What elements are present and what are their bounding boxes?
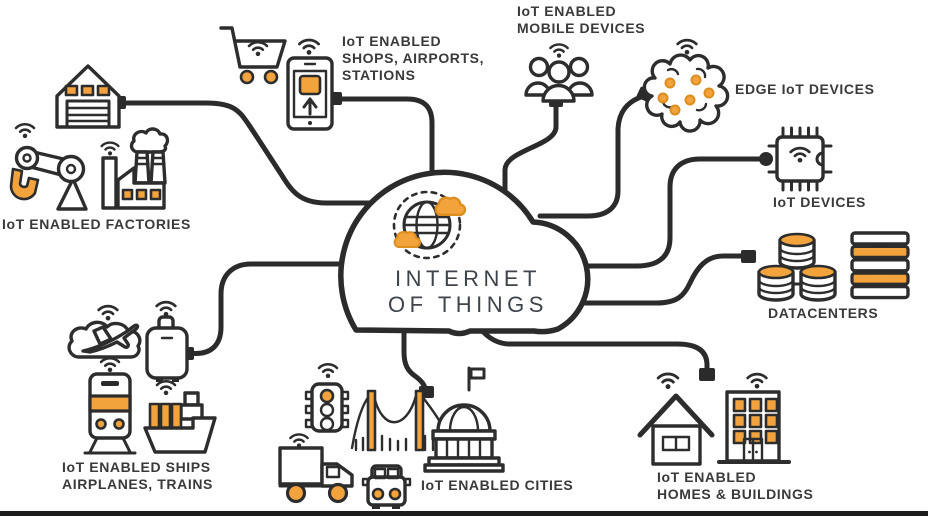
wifi-icon [100,141,120,157]
cloud-title: INTERNET OF THINGS [388,266,548,317]
robotic-arm-icon [9,145,88,211]
traffic-light-icon [304,382,350,433]
label-cities: IoT ENABLED CITIES [421,477,574,493]
label-edge-devices: EDGE IoT DEVICES [735,81,875,97]
airplane-in-clouds-icon [67,320,142,359]
smartphone-icon [286,56,334,131]
house-icon [637,393,715,466]
label-shops: IoT ENABLED SHOPS, AIRPORTS, STATIONS [342,33,485,83]
node-homes-buildings [637,372,791,466]
wifi-icon [99,357,121,374]
cargo-ship-icon [143,391,217,454]
node-mobile-devices [524,43,594,103]
server-rack-icon [850,231,910,300]
connection-shops [336,96,435,198]
label-homes-buildings: IoT ENABLED HOMES & BUILDINGS [657,469,814,502]
connection-mobile-devices [502,103,559,215]
plug-datacenters [741,250,756,263]
neural-network-brain-icon [642,53,730,133]
database-cluster-icon [757,232,837,302]
wifi-icon [676,38,698,56]
wifi-icon [289,433,309,449]
connection-edge-devices [537,93,647,219]
delivery-truck-icon [278,446,354,504]
wifi-icon [155,300,177,318]
node-shops [219,26,334,131]
car-icon [361,464,412,509]
node-transport [67,300,217,455]
gripper-claw [9,167,40,201]
connection-factories [121,100,393,206]
plug-homes [699,368,715,381]
connection-datacenters [557,253,747,306]
office-building-icon [717,390,791,464]
node-edge-devices [642,38,730,133]
wifi-icon [298,38,320,57]
connection-iot-devices [557,156,767,269]
wifi-icon [317,363,339,380]
capitol-building-icon [423,366,505,473]
label-mobile-devices: IoT ENABLED MOBILE DEVICES [517,3,646,36]
internet-of-things-cloud [338,169,591,337]
warehouse-icon [55,64,121,129]
wifi-icon [97,304,119,322]
train-icon [83,372,137,455]
wifi-icon [155,380,177,397]
label-datacenters: DATACENTERS [768,305,879,321]
dot-iot-devices [759,152,773,166]
wifi-icon [656,372,680,391]
wifi-icon [14,123,36,140]
label-factories: IoT ENABLED FACTORIES [2,216,191,232]
node-iot-devices [767,126,833,192]
label-transport: IoT ENABLED SHIPS AIRPLANES, TRAINS [62,459,213,492]
window-bottom-edge [0,511,928,516]
globe-with-clouds-icon [392,190,467,260]
shopping-cart-icon [219,26,287,85]
node-datacenters [757,231,910,302]
factory-icon [101,127,170,210]
smoke-cloud [129,127,170,154]
microchip-icon [767,126,833,192]
dashed-orbit [392,190,462,260]
user-group-icon [524,56,594,103]
wifi-icon [746,372,768,390]
label-iot-devices: IoT DEVICES [773,194,866,210]
node-cities [278,363,505,509]
luggage-icon [145,315,189,382]
cloud-outline [338,169,591,337]
node-factories [9,64,170,211]
wifi-icon [549,43,569,59]
connection-transport [186,261,373,356]
